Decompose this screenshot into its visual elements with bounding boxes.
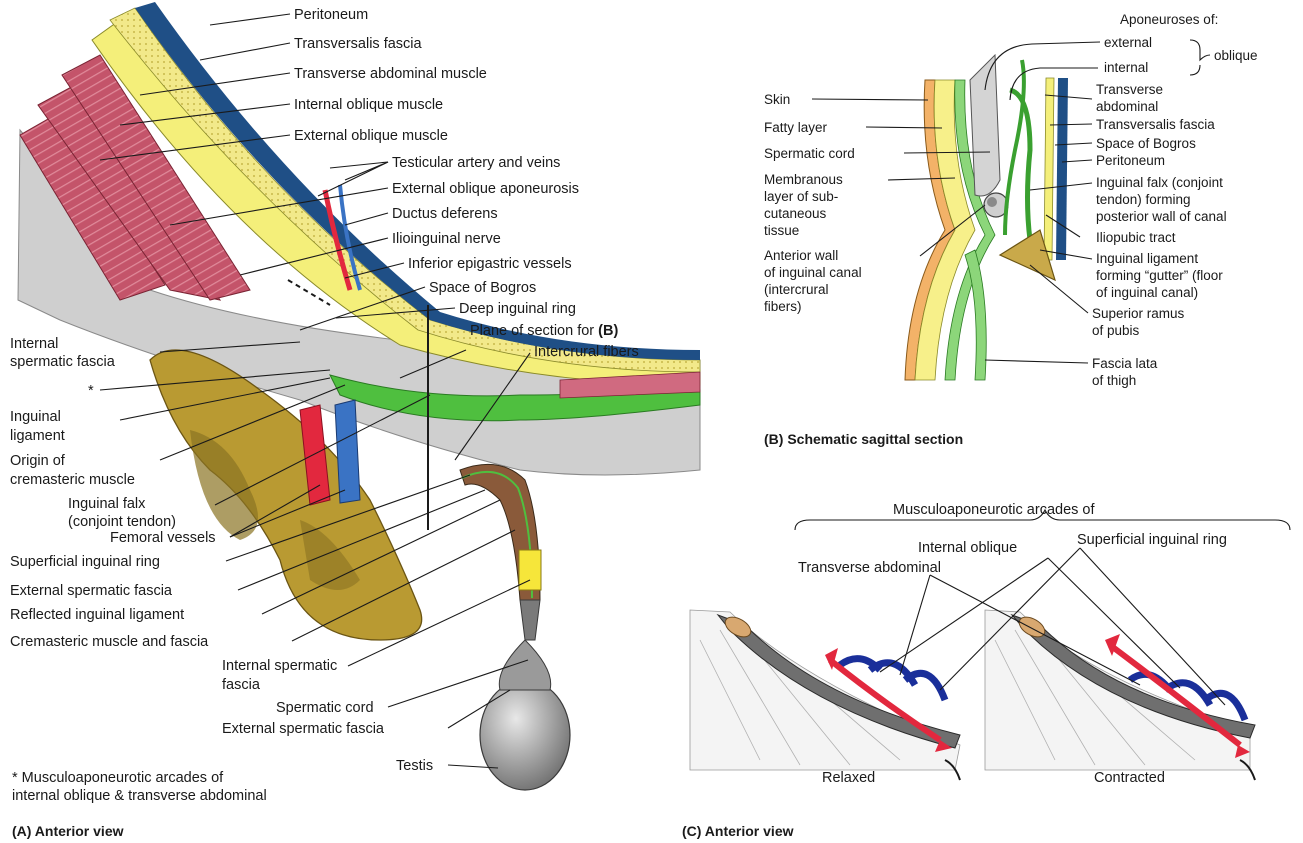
panel-a-illustration xyxy=(18,2,700,790)
label-membranous-4: tissue xyxy=(764,223,799,238)
label-peritoneum-b: Peritoneum xyxy=(1096,153,1165,168)
label-external: external xyxy=(1104,35,1152,50)
label-ilioinguinal-nerve: Ilioinguinal nerve xyxy=(392,231,501,247)
label-superficial-ring: Superficial inguinal ring xyxy=(10,554,160,570)
label-ramus-2: of pubis xyxy=(1092,323,1140,338)
label-anterior-wall-1: Anterior wall xyxy=(764,248,838,263)
label-transversalis-fascia: Transversalis fascia xyxy=(294,36,423,52)
label-external-spermatic-fascia: External spermatic fascia xyxy=(10,583,173,599)
label-spermatic-cord-b: Spermatic cord xyxy=(764,146,855,161)
label-fascia-lata-2: of thigh xyxy=(1092,373,1136,388)
label-spermatic-cord-a: Spermatic cord xyxy=(276,700,374,716)
label-external-spermatic-2: External spermatic fascia xyxy=(222,721,385,737)
label-fatty-layer: Fatty layer xyxy=(764,120,828,135)
label-inguinal-falx-1: Inguinal falx xyxy=(68,496,146,512)
panel-b-illustration xyxy=(905,55,1068,380)
label-gutter-1: Inguinal ligament xyxy=(1096,251,1198,266)
label-origin-cremasteric-2: cremasteric muscle xyxy=(10,472,135,488)
label-skin: Skin xyxy=(764,92,790,107)
label-testicular-artery: Testicular artery and veins xyxy=(392,155,560,171)
footnote-line-1: * Musculoaponeurotic arcades of xyxy=(12,770,224,786)
label-plane-of-section: Plane of section for (B) xyxy=(470,323,618,339)
label-ramus-1: Superior ramus xyxy=(1092,306,1185,321)
label-falx-1: Inguinal falx (conjoint xyxy=(1096,175,1223,190)
label-ext-oblique-aponeurosis: External oblique aponeurosis xyxy=(392,181,579,197)
label-deep-inguinal-ring: Deep inguinal ring xyxy=(459,301,576,317)
label-anterior-wall-4: fibers) xyxy=(764,299,802,314)
label-internal-spermatic-2-2: fascia xyxy=(222,677,261,693)
label-contracted: Contracted xyxy=(1094,770,1165,786)
label-inguinal-ligament-1: Inguinal xyxy=(10,409,61,425)
label-internal-spermatic-2: spermatic fascia xyxy=(10,354,116,370)
label-external-oblique-muscle: External oblique muscle xyxy=(294,128,448,144)
label-gutter-3: of inguinal canal) xyxy=(1096,285,1198,300)
label-arcades-of: Musculoaponeurotic arcades of xyxy=(893,502,1095,518)
label-transverse-1: Transverse xyxy=(1096,82,1163,97)
label-inguinal-ligament-2: ligament xyxy=(10,428,65,444)
label-space-of-bogros: Space of Bogros xyxy=(429,280,536,296)
label-peritoneum: Peritoneum xyxy=(294,7,368,23)
label-aponeuroses-of: Aponeuroses of: xyxy=(1120,12,1218,27)
label-transversalis-fascia-b: Transversalis fascia xyxy=(1096,117,1215,132)
label-internal-spermatic-1: Internal xyxy=(10,336,58,352)
label-membranous-2: layer of sub- xyxy=(764,189,838,204)
label-internal: internal xyxy=(1104,60,1148,75)
label-falx-2: tendon) forming xyxy=(1096,192,1191,207)
label-origin-cremasteric-1: Origin of xyxy=(10,453,66,469)
panel-b-labels: Aponeuroses of: external internal obliqu… xyxy=(764,12,1258,447)
label-anterior-wall-2: of inguinal canal xyxy=(764,265,862,280)
testis-shape xyxy=(480,680,570,790)
label-fascia-lata-1: Fascia lata xyxy=(1092,356,1158,371)
asterisk-marker: * xyxy=(88,383,94,399)
label-intercrural-fibers: Intercrural fibers xyxy=(534,344,639,360)
label-membranous-3: cutaneous xyxy=(764,206,827,221)
caption-panel-b: (B) Schematic sagittal section xyxy=(764,431,963,447)
label-internal-spermatic-2-1: Internal spermatic xyxy=(222,658,337,674)
label-internal-oblique-muscle: Internal oblique muscle xyxy=(294,97,443,113)
label-anterior-wall-3: (intercrural xyxy=(764,282,829,297)
label-inguinal-falx-2: (conjoint tendon) xyxy=(68,514,176,530)
label-gutter-2: forming “gutter” (floor xyxy=(1096,268,1223,283)
label-transverse-2: abdominal xyxy=(1096,99,1158,114)
label-inferior-epigastric: Inferior epigastric vessels xyxy=(408,256,572,272)
label-transverse-abdominal-muscle: Transverse abdominal muscle xyxy=(294,66,487,82)
femoral-vein xyxy=(335,400,360,503)
label-ductus-deferens: Ductus deferens xyxy=(392,206,498,222)
label-relaxed: Relaxed xyxy=(822,770,875,786)
label-femoral-vessels: Femoral vessels xyxy=(110,530,216,546)
label-reflected-ligament: Reflected inguinal ligament xyxy=(10,607,184,623)
label-falx-3: posterior wall of canal xyxy=(1096,209,1227,224)
label-superficial-ring-c: Superficial inguinal ring xyxy=(1077,532,1227,548)
label-membranous-1: Membranous xyxy=(764,172,843,187)
caption-panel-c: (C) Anterior view xyxy=(682,823,794,839)
label-testis: Testis xyxy=(396,758,433,774)
label-cremasteric-muscle: Cremasteric muscle and fascia xyxy=(10,634,209,650)
label-internal-oblique-c: Internal oblique xyxy=(918,540,1017,556)
caption-panel-a: (A) Anterior view xyxy=(12,823,124,839)
label-oblique: oblique xyxy=(1214,48,1258,63)
footnote-line-2: internal oblique & transverse abdominal xyxy=(12,788,267,804)
label-iliopubic: Iliopubic tract xyxy=(1096,230,1176,245)
label-space-of-bogros-b: Space of Bogros xyxy=(1096,136,1196,151)
label-transverse-abdominal-c: Transverse abdominal xyxy=(798,560,941,576)
